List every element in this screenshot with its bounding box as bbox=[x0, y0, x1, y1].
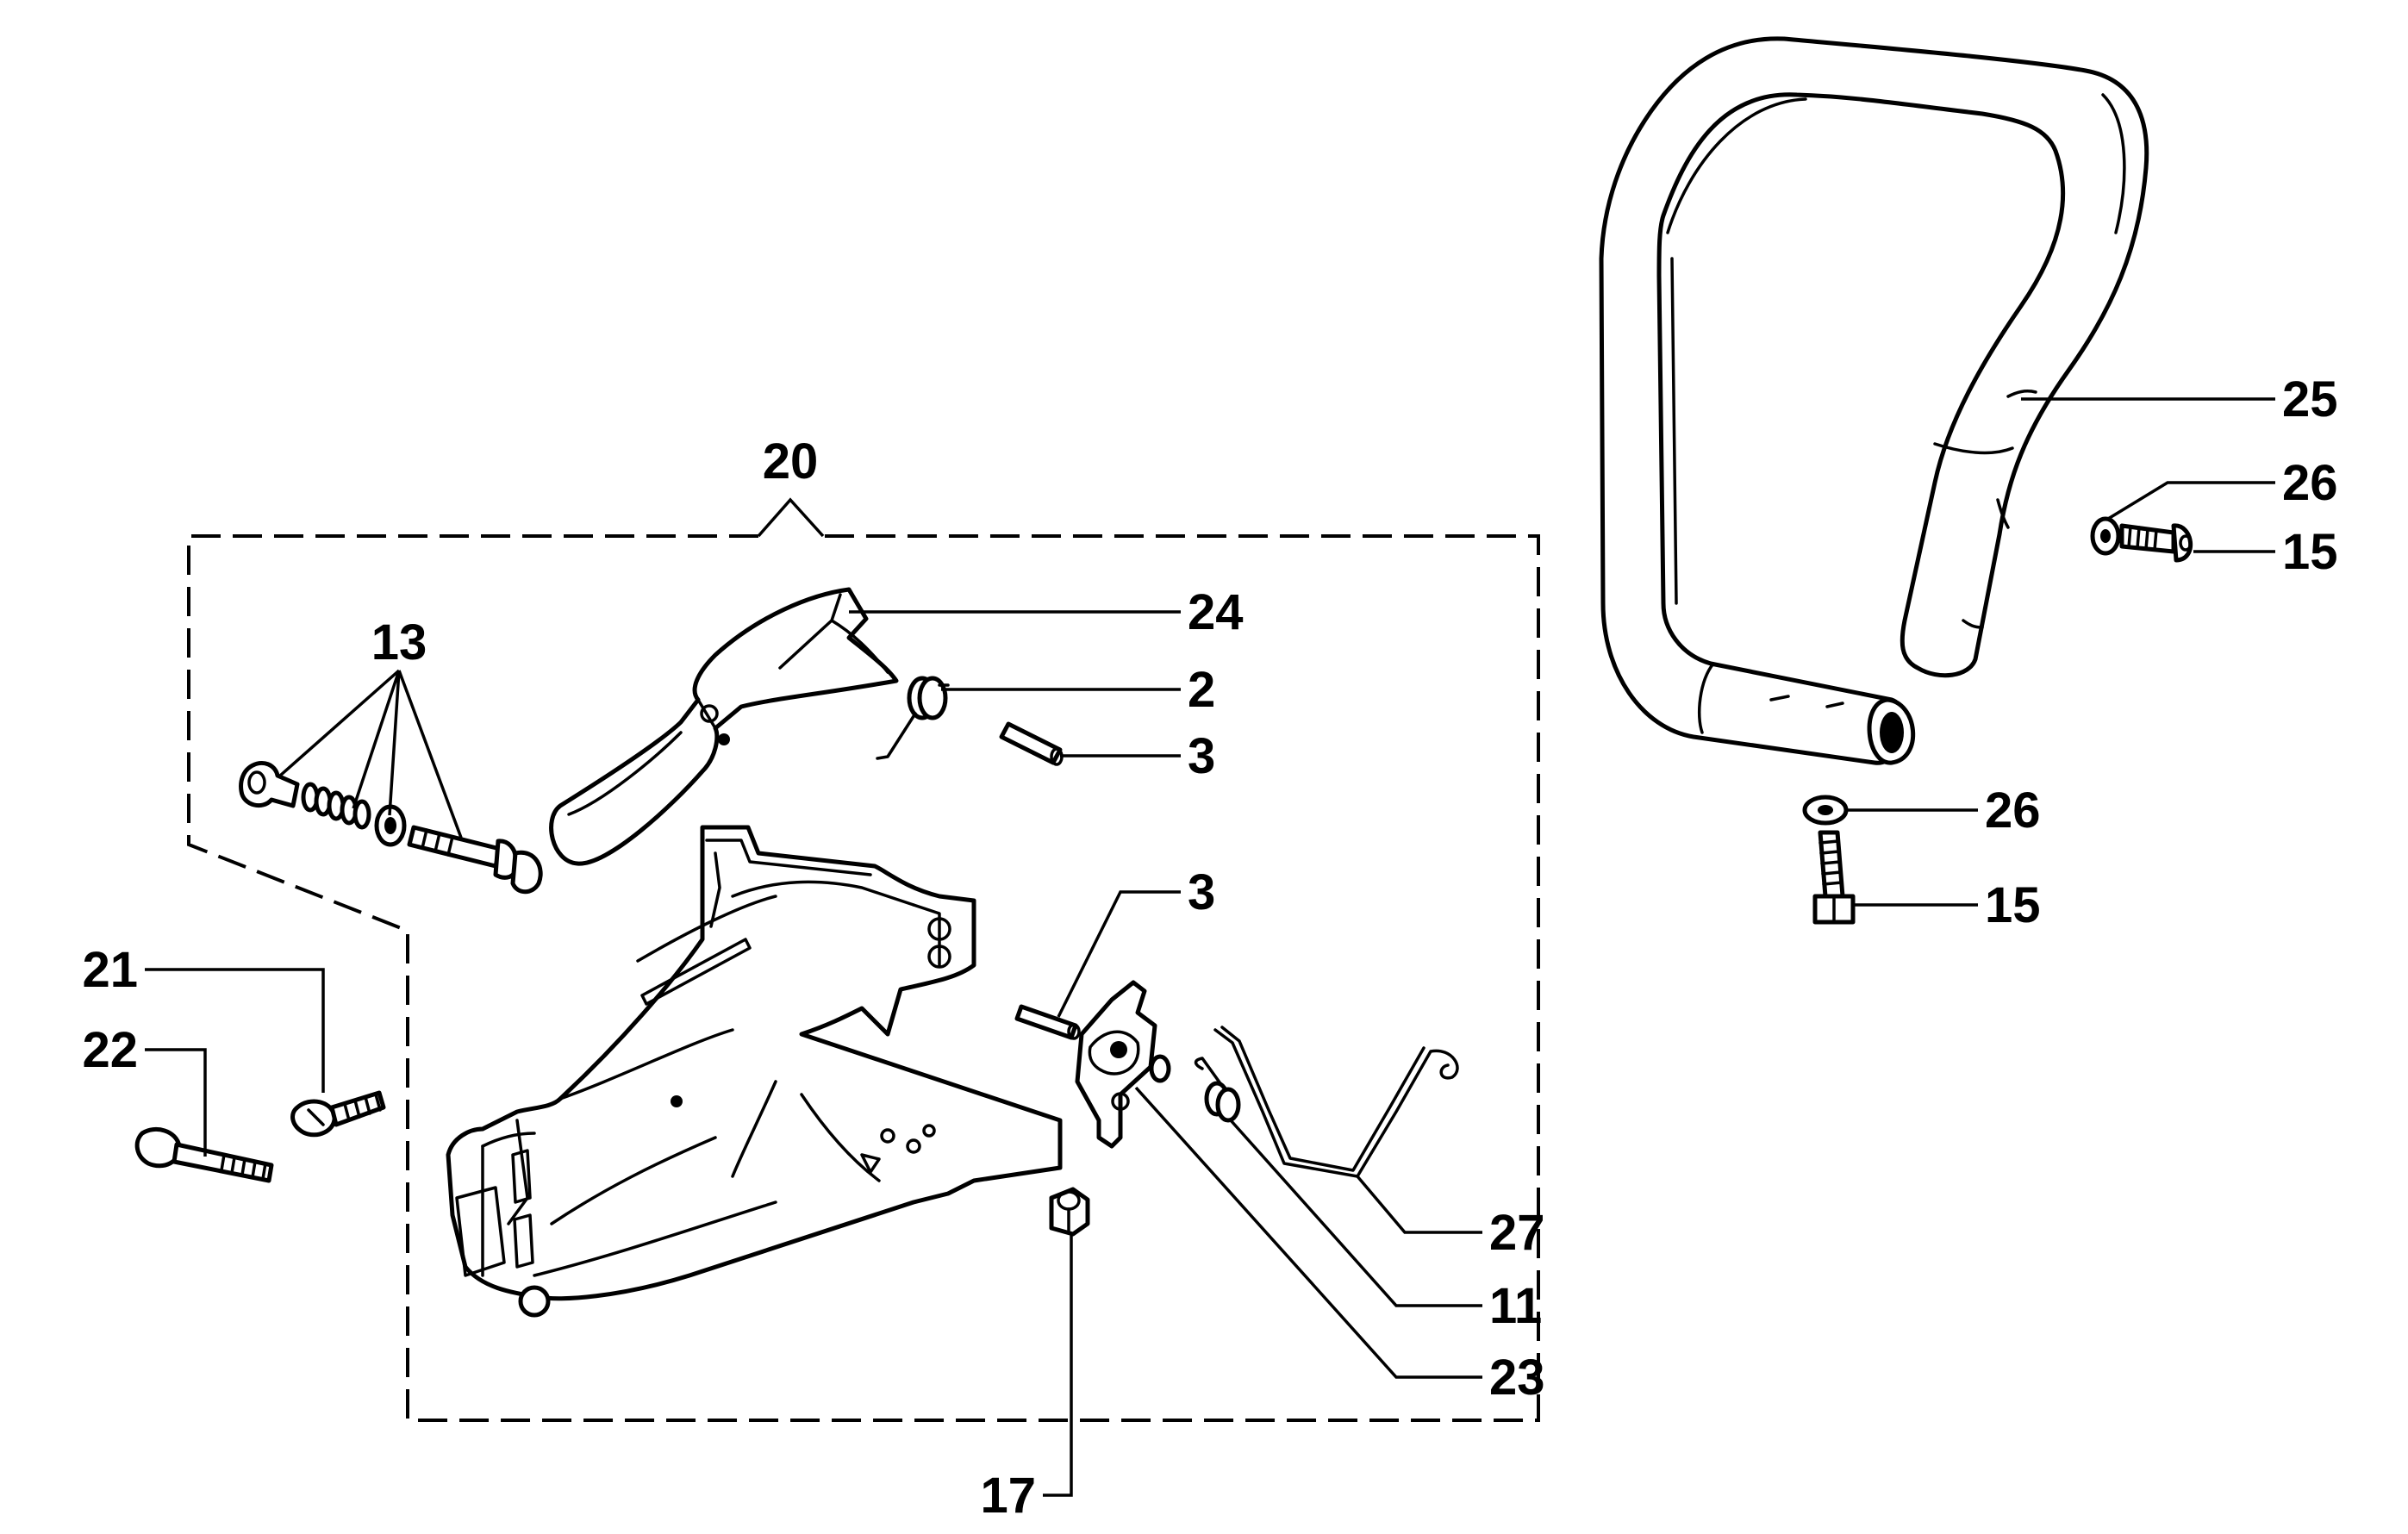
label-2: 2 bbox=[1188, 662, 1215, 718]
part-labels: 20 24 2 3 3 13 21 22 27 11 23 17 25 26 1… bbox=[82, 371, 2337, 1524]
screw-22 bbox=[134, 1127, 274, 1183]
wire-link-27 bbox=[1213, 1026, 1459, 1178]
spring-11 bbox=[1194, 1057, 1241, 1123]
leader-3-lower bbox=[1057, 890, 1181, 1018]
label-23: 23 bbox=[1489, 1350, 1545, 1406]
leader-23 bbox=[1134, 1086, 1482, 1379]
cover-plate-23 bbox=[1075, 980, 1171, 1149]
pin-3-upper bbox=[999, 721, 1064, 766]
front-handle-bar bbox=[1599, 36, 2149, 765]
label-27: 27 bbox=[1489, 1205, 1545, 1261]
label-22: 22 bbox=[82, 1022, 138, 1078]
label-15-lower: 15 bbox=[1985, 877, 2041, 933]
label-24: 24 bbox=[1188, 584, 1244, 640]
label-26-upper: 26 bbox=[2282, 455, 2338, 511]
leader-11 bbox=[1229, 1119, 1482, 1307]
leader-13 bbox=[278, 669, 463, 839]
label-3-lower: 3 bbox=[1188, 864, 1215, 920]
label-20: 20 bbox=[763, 433, 819, 490]
leader-lines bbox=[145, 397, 2275, 1497]
leader-22 bbox=[145, 1048, 207, 1157]
bolt-13 bbox=[407, 825, 543, 895]
washer-26-lower bbox=[1802, 795, 1849, 826]
rear-handle-housing bbox=[446, 825, 1063, 1318]
screw-15-lower bbox=[1812, 830, 1856, 925]
label-26-lower: 26 bbox=[1985, 783, 2041, 839]
label-17: 17 bbox=[980, 1468, 1036, 1524]
chain-brake-lever bbox=[549, 587, 899, 866]
leader-17 bbox=[1043, 1234, 1073, 1497]
label-3-upper: 3 bbox=[1188, 728, 1215, 784]
spring-13 bbox=[301, 782, 371, 830]
leader-21 bbox=[145, 968, 325, 1093]
pin-3-lower bbox=[1014, 1004, 1081, 1040]
nut-17 bbox=[1049, 1187, 1090, 1237]
washer-26-upper bbox=[2090, 516, 2121, 556]
label-11: 11 bbox=[1489, 1278, 1542, 1334]
label-13: 13 bbox=[371, 614, 427, 670]
label-25: 25 bbox=[2282, 371, 2338, 427]
label-15-upper: 15 bbox=[2282, 524, 2338, 580]
rivet-13 bbox=[239, 761, 300, 808]
torsion-spring-2 bbox=[876, 676, 950, 760]
screw-21 bbox=[290, 1090, 386, 1138]
leader-27 bbox=[1356, 1175, 1482, 1234]
label-21: 21 bbox=[82, 942, 138, 998]
assembly-20-dashed-boundary bbox=[187, 497, 1540, 1422]
washer-13 bbox=[374, 804, 407, 847]
screw-15-upper bbox=[2119, 523, 2193, 563]
leader-26-upper bbox=[2107, 481, 2275, 521]
